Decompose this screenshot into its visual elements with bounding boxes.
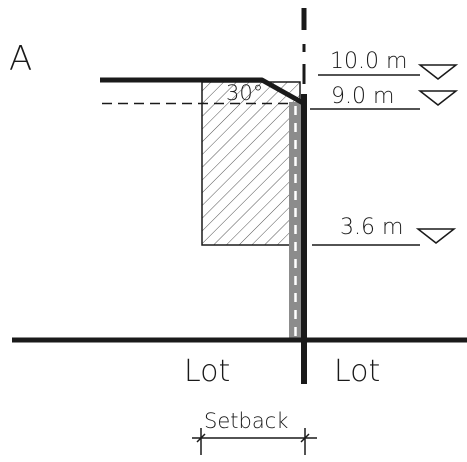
elevation-triangle-icon — [415, 228, 457, 244]
setback-slash-right — [300, 433, 310, 443]
elevation-label-3-6m: 3.6 m — [340, 215, 403, 240]
elevation-label-10m: 10.0 m — [330, 49, 407, 74]
elevation-marker-3-6m: 3.6 m — [312, 215, 457, 246]
lot-label-left: Lot — [184, 354, 230, 389]
lot-label-right: Lot — [334, 354, 380, 389]
elevation-triangle-icon — [417, 64, 459, 80]
panel-label: A — [9, 39, 32, 79]
elevation-label-9m: 9.0 m — [331, 84, 394, 109]
elevation-triangle-icon — [417, 90, 459, 106]
elevation-marker-10m: 10.0 m — [318, 49, 459, 80]
roof-profile-line — [100, 77, 305, 106]
setback-label: Setback — [204, 409, 288, 433]
setback-dimension: Setback — [192, 409, 317, 455]
elevation-marker-9m: 9.0 m — [310, 84, 459, 110]
building-volume — [201, 81, 301, 246]
angle-label: 30° — [226, 81, 263, 105]
setback-slash-left — [196, 433, 206, 443]
wall-strip — [289, 102, 302, 338]
